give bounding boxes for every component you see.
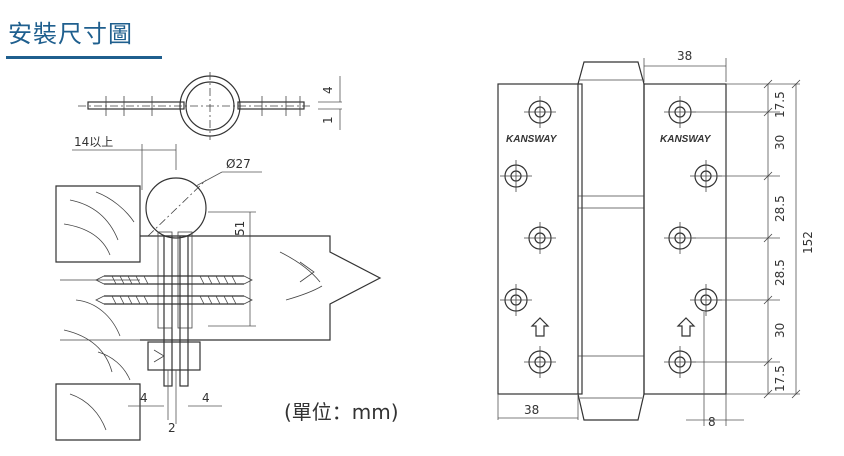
thickness-top-label: 4 [321,86,335,94]
clearance-label: 2 [168,421,176,435]
gap-right-label: 4 [202,391,210,405]
hinge-front-view: 38 KANSWAY KANSWAY [497,49,815,429]
depth-label: 51 [233,221,247,236]
hole-spacing-5: 30 [773,323,787,338]
offset-bottom-label: 8 [708,415,716,429]
hole-spacing-4: 28.5 [773,259,787,286]
hinge-install-view: 14以上 Ø27 51 [55,135,382,441]
hinge-side-view: 4 1 [78,72,342,140]
total-height-label: 152 [801,231,815,254]
width-top-label: 38 [677,49,692,63]
min-offset-label: 14以上 [74,135,113,149]
unit-note: (單位：mm) [284,400,399,424]
hole-spacing-2: 30 [773,135,787,150]
gap-left-label: 4 [140,391,148,405]
width-bottom-label: 38 [524,403,539,417]
page-title: 安裝尺寸圖 [8,20,133,48]
title-underline [6,56,162,59]
thickness-bottom-label: 1 [321,116,335,124]
brand-logo-right: KANSWAY [660,134,712,145]
brand-logo-left: KANSWAY [506,134,558,145]
hole-spacing-6: 17.5 [773,365,787,392]
hole-spacing-3: 28.5 [773,195,787,222]
hole-spacing-1: 17.5 [773,91,787,118]
knuckle-diameter-label: Ø27 [226,157,251,171]
